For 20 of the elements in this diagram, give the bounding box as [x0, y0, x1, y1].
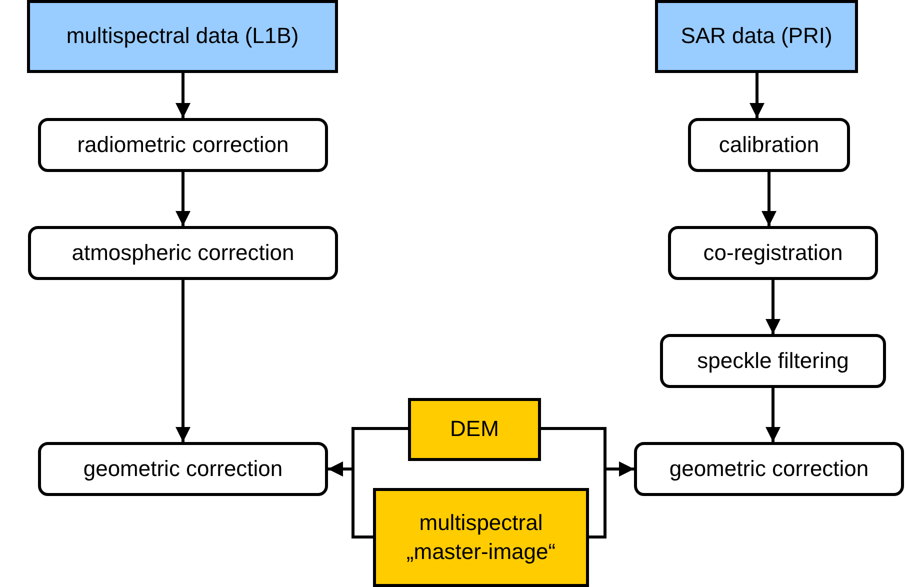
- arrow: [176, 172, 190, 226]
- process-box: calibration: [688, 118, 850, 172]
- process-box: geometric correction: [38, 442, 328, 496]
- input-box: multispectral „master-image“: [373, 488, 589, 587]
- arrow: [176, 73, 190, 118]
- arrow: [762, 172, 776, 226]
- process-box: geometric correction: [634, 442, 904, 496]
- process-box: atmospheric correction: [28, 226, 338, 280]
- arrow: [766, 280, 780, 334]
- arrow: [176, 280, 190, 442]
- arrow: [750, 73, 764, 118]
- data-source-box: multispectral data (L1B): [27, 0, 338, 73]
- data-source-box: SAR data (PRI): [655, 0, 858, 73]
- process-box: co-registration: [668, 226, 878, 280]
- input-box: DEM: [408, 398, 541, 461]
- arrow: [589, 462, 634, 538]
- arrow: [766, 388, 780, 442]
- process-box: speckle filtering: [660, 334, 886, 388]
- arrow: [328, 462, 373, 538]
- process-box: radiometric correction: [38, 118, 328, 172]
